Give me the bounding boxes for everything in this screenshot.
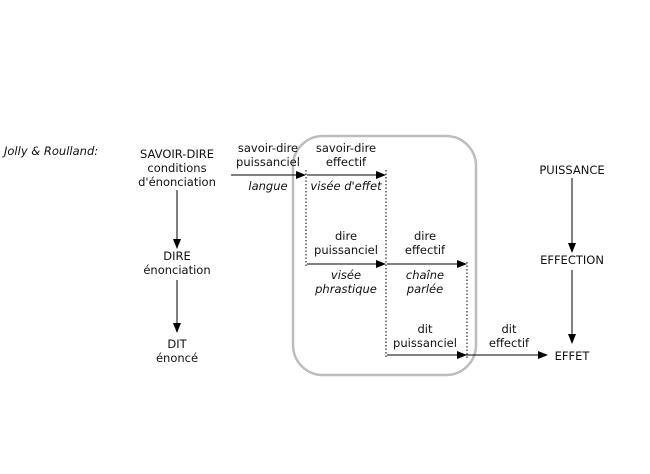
savoir-dire-puissanciel-line1: savoir-dire [237,141,299,155]
dire-puissanciel-line1: dire [334,229,358,243]
dit-label: DIT [167,337,187,351]
enonciation-label: énonciation [143,263,211,277]
langue-label: langue [248,179,288,193]
dit-puissanciel-line2: puissanciel [393,336,457,350]
chaine-parlee-line2: parlée [406,282,444,296]
effet-label: EFFET [554,349,590,363]
dit-puissanciel-line1: dit [417,322,433,336]
savoir-dire-label: SAVOIR-DIRE [140,147,214,161]
dire-effectif-line2: effectif [404,243,446,257]
visee-phrastique-line1: visée [330,268,362,282]
dire-effectif-line1: dire [413,229,437,243]
savoir-dire-effectif-line1: savoir-dire [315,141,377,155]
enonciation-cond-label: d'énonciation [138,175,216,189]
puissance-label: PUISSANCE [539,163,605,177]
dire-puissanciel-line2: puissanciel [314,243,378,257]
dire-label: DIRE [163,249,191,263]
enonce-label: énoncé [155,351,199,365]
effection-label: EFFECTION [540,253,604,267]
frame [291,134,478,377]
dit-effectif-line2: effectif [488,336,530,350]
author-label: Jolly & Roulland: [4,144,99,158]
savoir-dire-effectif-line2: effectif [325,155,367,169]
savoir-dire-puissanciel-line2: puissanciel [236,155,300,169]
dit-effectif-line1: dit [501,322,517,336]
visee-phrastique-line2: phrastique [315,282,377,296]
visee-effet-label: visée d'effet [310,179,382,193]
conditions-label: conditions [147,161,207,175]
chaine-parlee-line1: chaîne [405,268,445,282]
